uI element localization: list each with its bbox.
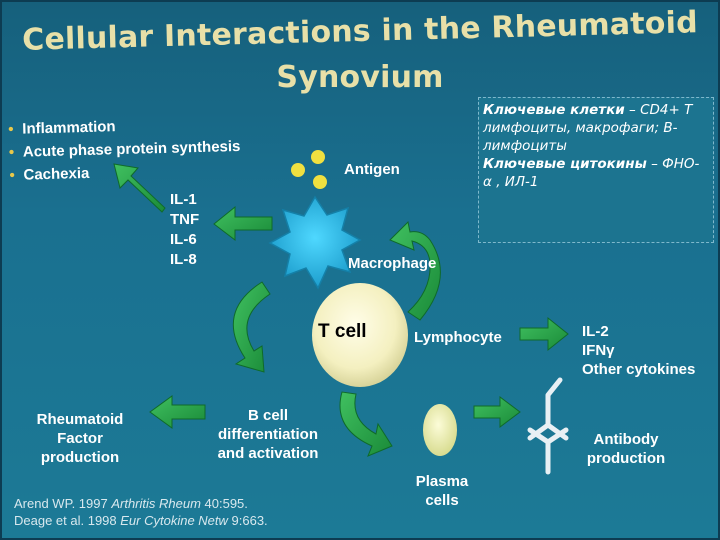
citation-author: Deage et al. 1998 (14, 513, 121, 528)
b-cell-line: B cell (247, 407, 289, 424)
arrow-plasma-to-antibody-icon (473, 396, 521, 428)
cytokine-label: Other cytokines (582, 361, 696, 378)
antibody-icon (527, 377, 569, 475)
cytokine-label: IFNγ (582, 342, 615, 359)
cytokine-label: IL-1 (170, 191, 197, 208)
rf-line: production (40, 449, 120, 466)
citation-journal: Arthritis Rheum (111, 496, 201, 511)
macrophage-label: Macrophage (348, 255, 437, 272)
key-facts-box: Ключевые клетки – CD4+ Т лимфоциты, макр… (478, 97, 714, 243)
citation-1: Arend WP. 1997 Arthritis Rheum 40:595. (14, 496, 248, 511)
arrow-curve-to-tcell-icon (232, 281, 271, 373)
key-cells-text: – CD4+ Т лимфоциты, макрофаги; В-лимфоци… (483, 102, 693, 154)
citation-2: Deage et al. 1998 Eur Cytokine Netw 9:66… (14, 513, 268, 528)
key-cytokines-text: – ФНО- α , ИЛ-1 (483, 156, 700, 190)
plasma-label: Plasma cells (404, 472, 480, 510)
citation-volume: 9:663. (227, 513, 268, 528)
key-cells-label: Ключевые клетки (483, 102, 625, 118)
citation-volume: 40:595. (200, 496, 248, 511)
rf-label: Rheumatoid Factor production (28, 410, 132, 467)
citation-journal: Eur Cytokine Netw (120, 513, 228, 528)
key-cytokines-label: Ключевые цитокины (483, 156, 647, 172)
t-cell-icon (312, 283, 408, 387)
antibody-label: Antibody production (578, 430, 674, 468)
b-cell-label: B cell differentiation and activation (208, 406, 328, 463)
b-cell-line: and activation (217, 445, 319, 462)
arrow-to-rf-icon (149, 395, 206, 429)
b-cell-line: differentiation (218, 426, 318, 443)
antibody-line: production (586, 450, 666, 467)
cytokine-label: TNF (170, 211, 200, 228)
antibody-line: Antibody (593, 431, 659, 448)
plasma-line: Plasma (415, 473, 469, 490)
cytokine-label: IL-8 (170, 251, 197, 268)
macrophage-cytokines: IL-1 TNF IL-6 IL-8 (170, 190, 199, 270)
arrow-macrophage-to-cytokines-icon (213, 205, 273, 242)
plasma-line: cells (425, 492, 459, 509)
citation-author: Arend WP. 1997 (14, 496, 112, 511)
macrophage-icon (268, 195, 362, 290)
title-line-2: Synovium (276, 60, 444, 95)
arrow-to-effects-icon (113, 163, 166, 213)
rf-line: Factor (57, 430, 103, 447)
cytokine-label: IL-6 (170, 231, 197, 248)
arrow-curve-to-plasma-icon (339, 391, 393, 457)
arrow-tcell-to-cytokines-icon (519, 316, 569, 352)
rf-line: Rheumatoid (36, 411, 124, 428)
lymphocyte-label: Lymphocyte (414, 329, 502, 346)
arrow-curve-to-macrophage-icon (389, 220, 441, 321)
plasma-cell-icon (423, 404, 457, 456)
antigen-label: Antigen (344, 161, 400, 178)
tcell-cytokines: IL-2 IFNγ Other cytokines (582, 322, 695, 379)
t-cell-label: T cell (318, 321, 367, 342)
cytokine-label: IL-2 (582, 323, 609, 340)
antigen-icon (291, 150, 327, 189)
